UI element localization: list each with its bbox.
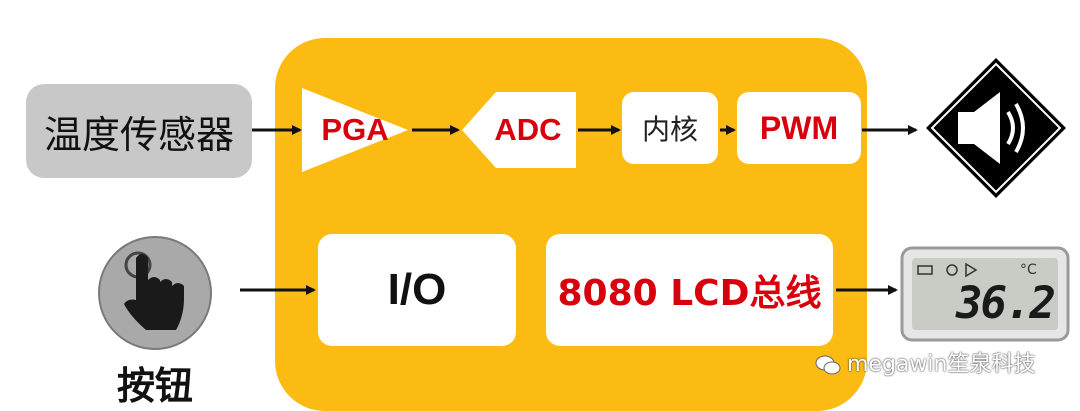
button-label: 按钮 <box>116 363 193 408</box>
adc-shape <box>462 92 576 168</box>
temperature-sensor-label: 温度传感器 <box>43 112 234 157</box>
hand-pointer-icon <box>98 236 212 350</box>
io-label: I/O <box>387 265 447 314</box>
lcd-thermometer-display <box>900 246 1070 342</box>
lcd-bus-label: 8080 LCD总线 <box>557 273 822 314</box>
temperature-sensor-box: 温度传感器 <box>26 84 252 178</box>
lcd-unit: °C <box>1020 262 1037 278</box>
adc-label: ADC <box>494 112 562 147</box>
lcd-reading: 36.2 <box>956 278 1056 329</box>
watermark-text: megawin笙泉科技 <box>847 352 1036 377</box>
pga-label: PGA <box>321 112 389 147</box>
pwm-label: PWM <box>759 109 839 146</box>
io-box: I/O <box>318 234 516 346</box>
lcd-bus-box: 8080 LCD总线 <box>546 234 833 346</box>
watermark: megawin笙泉科技 <box>815 346 1036 377</box>
core-label: 内核 <box>641 113 698 146</box>
core-box: 内核 <box>622 92 718 164</box>
wechat-icon <box>815 355 841 375</box>
pga-amplifier-shape <box>302 88 408 172</box>
pwm-box: PWM <box>737 92 861 164</box>
speaker-icon <box>926 58 1066 198</box>
